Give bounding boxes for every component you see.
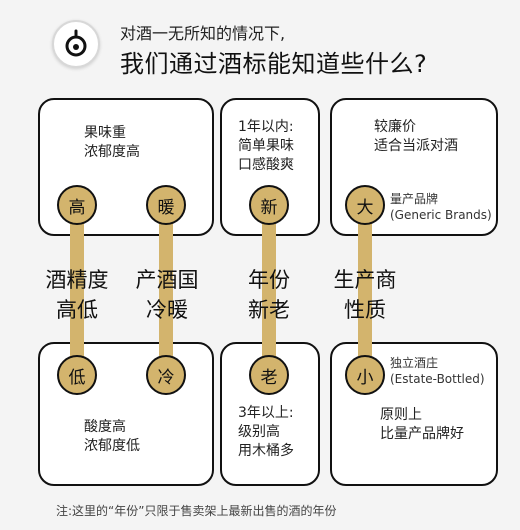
box-bottom-right-line2: 比量产品牌好	[380, 426, 464, 442]
box-bottom-mid-line2: 级别高	[238, 424, 280, 440]
scale-bar-vintage	[262, 205, 276, 375]
box-top-right-line2: 适合当派对酒	[374, 138, 458, 154]
circle-new: 新	[249, 185, 289, 225]
label-alcohol-line1: 酒精度	[45, 268, 109, 292]
scale-bar-alcohol	[70, 205, 84, 375]
page-title: 我们通过酒标能知道些什么?	[120, 50, 428, 78]
circle-high: 高	[57, 185, 97, 225]
scale-bar-climate	[159, 205, 173, 375]
label-vintage-line2: 新老	[248, 298, 290, 322]
box-bottom-mid-line3: 用木桶多	[238, 443, 294, 459]
circle-old: 老	[249, 355, 289, 395]
logo-icon	[52, 20, 100, 68]
box-bottom-left-line2: 浓郁度低	[84, 438, 140, 454]
circle-small: 小	[345, 355, 385, 395]
box-top-left-line2: 浓郁度高	[84, 144, 140, 160]
circle-cold: 冷	[146, 355, 186, 395]
box-bottom-left-line1: 酸度高	[84, 419, 126, 435]
box-bottom-right-tag2: (Estate-Bottled)	[390, 372, 485, 386]
box-top-mid-line3: 口感酸爽	[238, 157, 294, 173]
label-alcohol-line2: 高低	[56, 298, 98, 322]
circle-large: 大	[345, 185, 385, 225]
header-subtitle: 对酒一无所知的情况下,	[120, 24, 286, 43]
label-vintage-line1: 年份	[248, 268, 290, 292]
footnote: 注:这里的“年份”只限于售卖架上最新出售的酒的年份	[56, 504, 337, 518]
box-bottom-right-line1: 原则上	[380, 407, 422, 423]
circle-warm: 暖	[146, 185, 186, 225]
box-bottom-right-tag1: 独立酒庄	[390, 356, 439, 370]
circle-low: 低	[57, 355, 97, 395]
box-top-right-tag2: (Generic Brands)	[390, 208, 492, 222]
box-top-mid-line1: 1年以内:	[238, 119, 294, 135]
scale-bar-producer	[358, 205, 372, 375]
box-top-mid-line2: 简单果味	[238, 138, 294, 154]
box-top-right-tag1: 量产品牌	[390, 192, 439, 206]
box-bottom-mid-line1: 3年以上:	[238, 405, 294, 421]
box-top-left-line1: 果味重	[84, 125, 126, 141]
label-producer-line1: 生产商	[333, 268, 397, 292]
box-top-right-line1: 较廉价	[374, 119, 416, 135]
label-climate-line1: 产酒国	[135, 268, 199, 292]
label-climate-line2: 冷暖	[146, 298, 188, 322]
label-producer-line2: 性质	[344, 298, 386, 322]
